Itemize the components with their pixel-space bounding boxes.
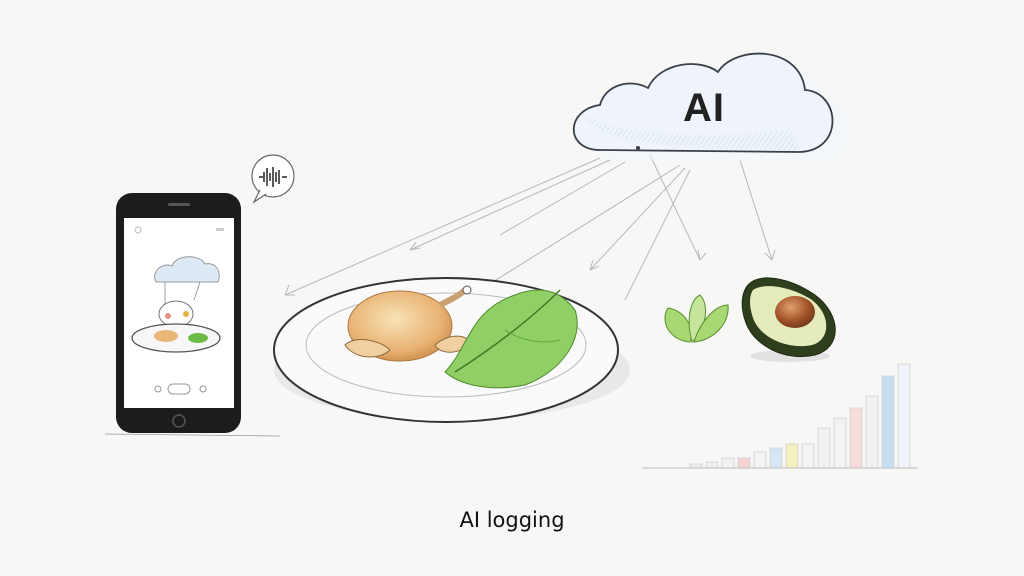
chart-bar [833,417,847,469]
chart-bar [753,451,767,469]
roast-chicken [344,285,472,362]
smartphone [104,193,281,437]
plate-with-food [273,277,630,423]
chart-bar [737,457,751,469]
chart-bar [817,427,831,469]
chart-bar [769,447,783,469]
data-flow-arrows [284,154,776,301]
chart-bar [801,443,815,469]
audio-waveform-icon [259,167,287,187]
chart-bar [849,407,863,469]
ai-cloud [573,52,851,162]
chart-bar [705,461,719,469]
basil-leaves [664,294,729,343]
caption: AI logging [459,508,565,532]
speech-bubble [251,154,295,204]
lettuce-leaf [444,289,578,389]
chart-bar [721,457,735,469]
chart-bar [785,443,799,469]
cloud-label: AI [683,86,725,130]
chart-bar [865,395,879,469]
avocado-half [741,277,836,362]
chart-bar [881,375,895,469]
chart-bar [897,363,911,469]
progress-bar-chart [689,363,911,469]
